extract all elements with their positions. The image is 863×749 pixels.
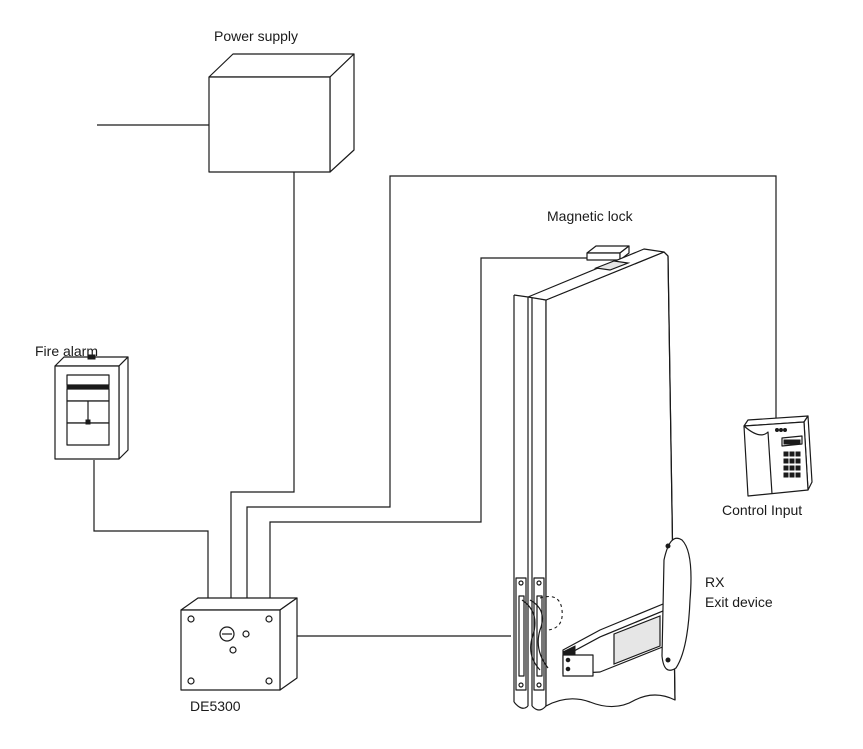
magnetic-lock: [586, 245, 630, 261]
keypad: [783, 451, 801, 478]
de5300-controller: [180, 597, 298, 691]
door: [513, 248, 676, 711]
fire-alarm: [54, 354, 129, 460]
label-power-supply: Power supply: [214, 28, 298, 44]
label-magnetic-lock: Magnetic lock: [547, 208, 634, 224]
control-input-wire: [246, 175, 777, 600]
label-exit-device-rx: RX: [705, 574, 725, 590]
label-fire-alarm: Fire alarm: [35, 343, 98, 359]
label-exit-device: Exit device: [705, 594, 773, 610]
magnetic-lock-wire: [269, 257, 587, 600]
fire-alarm-wire: [93, 460, 209, 600]
rx-exit-device: [539, 537, 692, 677]
label-control-input: Control Input: [722, 502, 802, 518]
exit-device-end-bracket: [661, 537, 692, 671]
power-supply: [208, 53, 355, 173]
wires: [93, 124, 777, 637]
frame-hardware: [515, 577, 549, 691]
power-wire: [230, 172, 295, 603]
door-frame: [513, 294, 529, 706]
label-de5300: DE5300: [190, 698, 241, 714]
control-input: [743, 415, 813, 497]
door-leaf: [545, 251, 676, 708]
